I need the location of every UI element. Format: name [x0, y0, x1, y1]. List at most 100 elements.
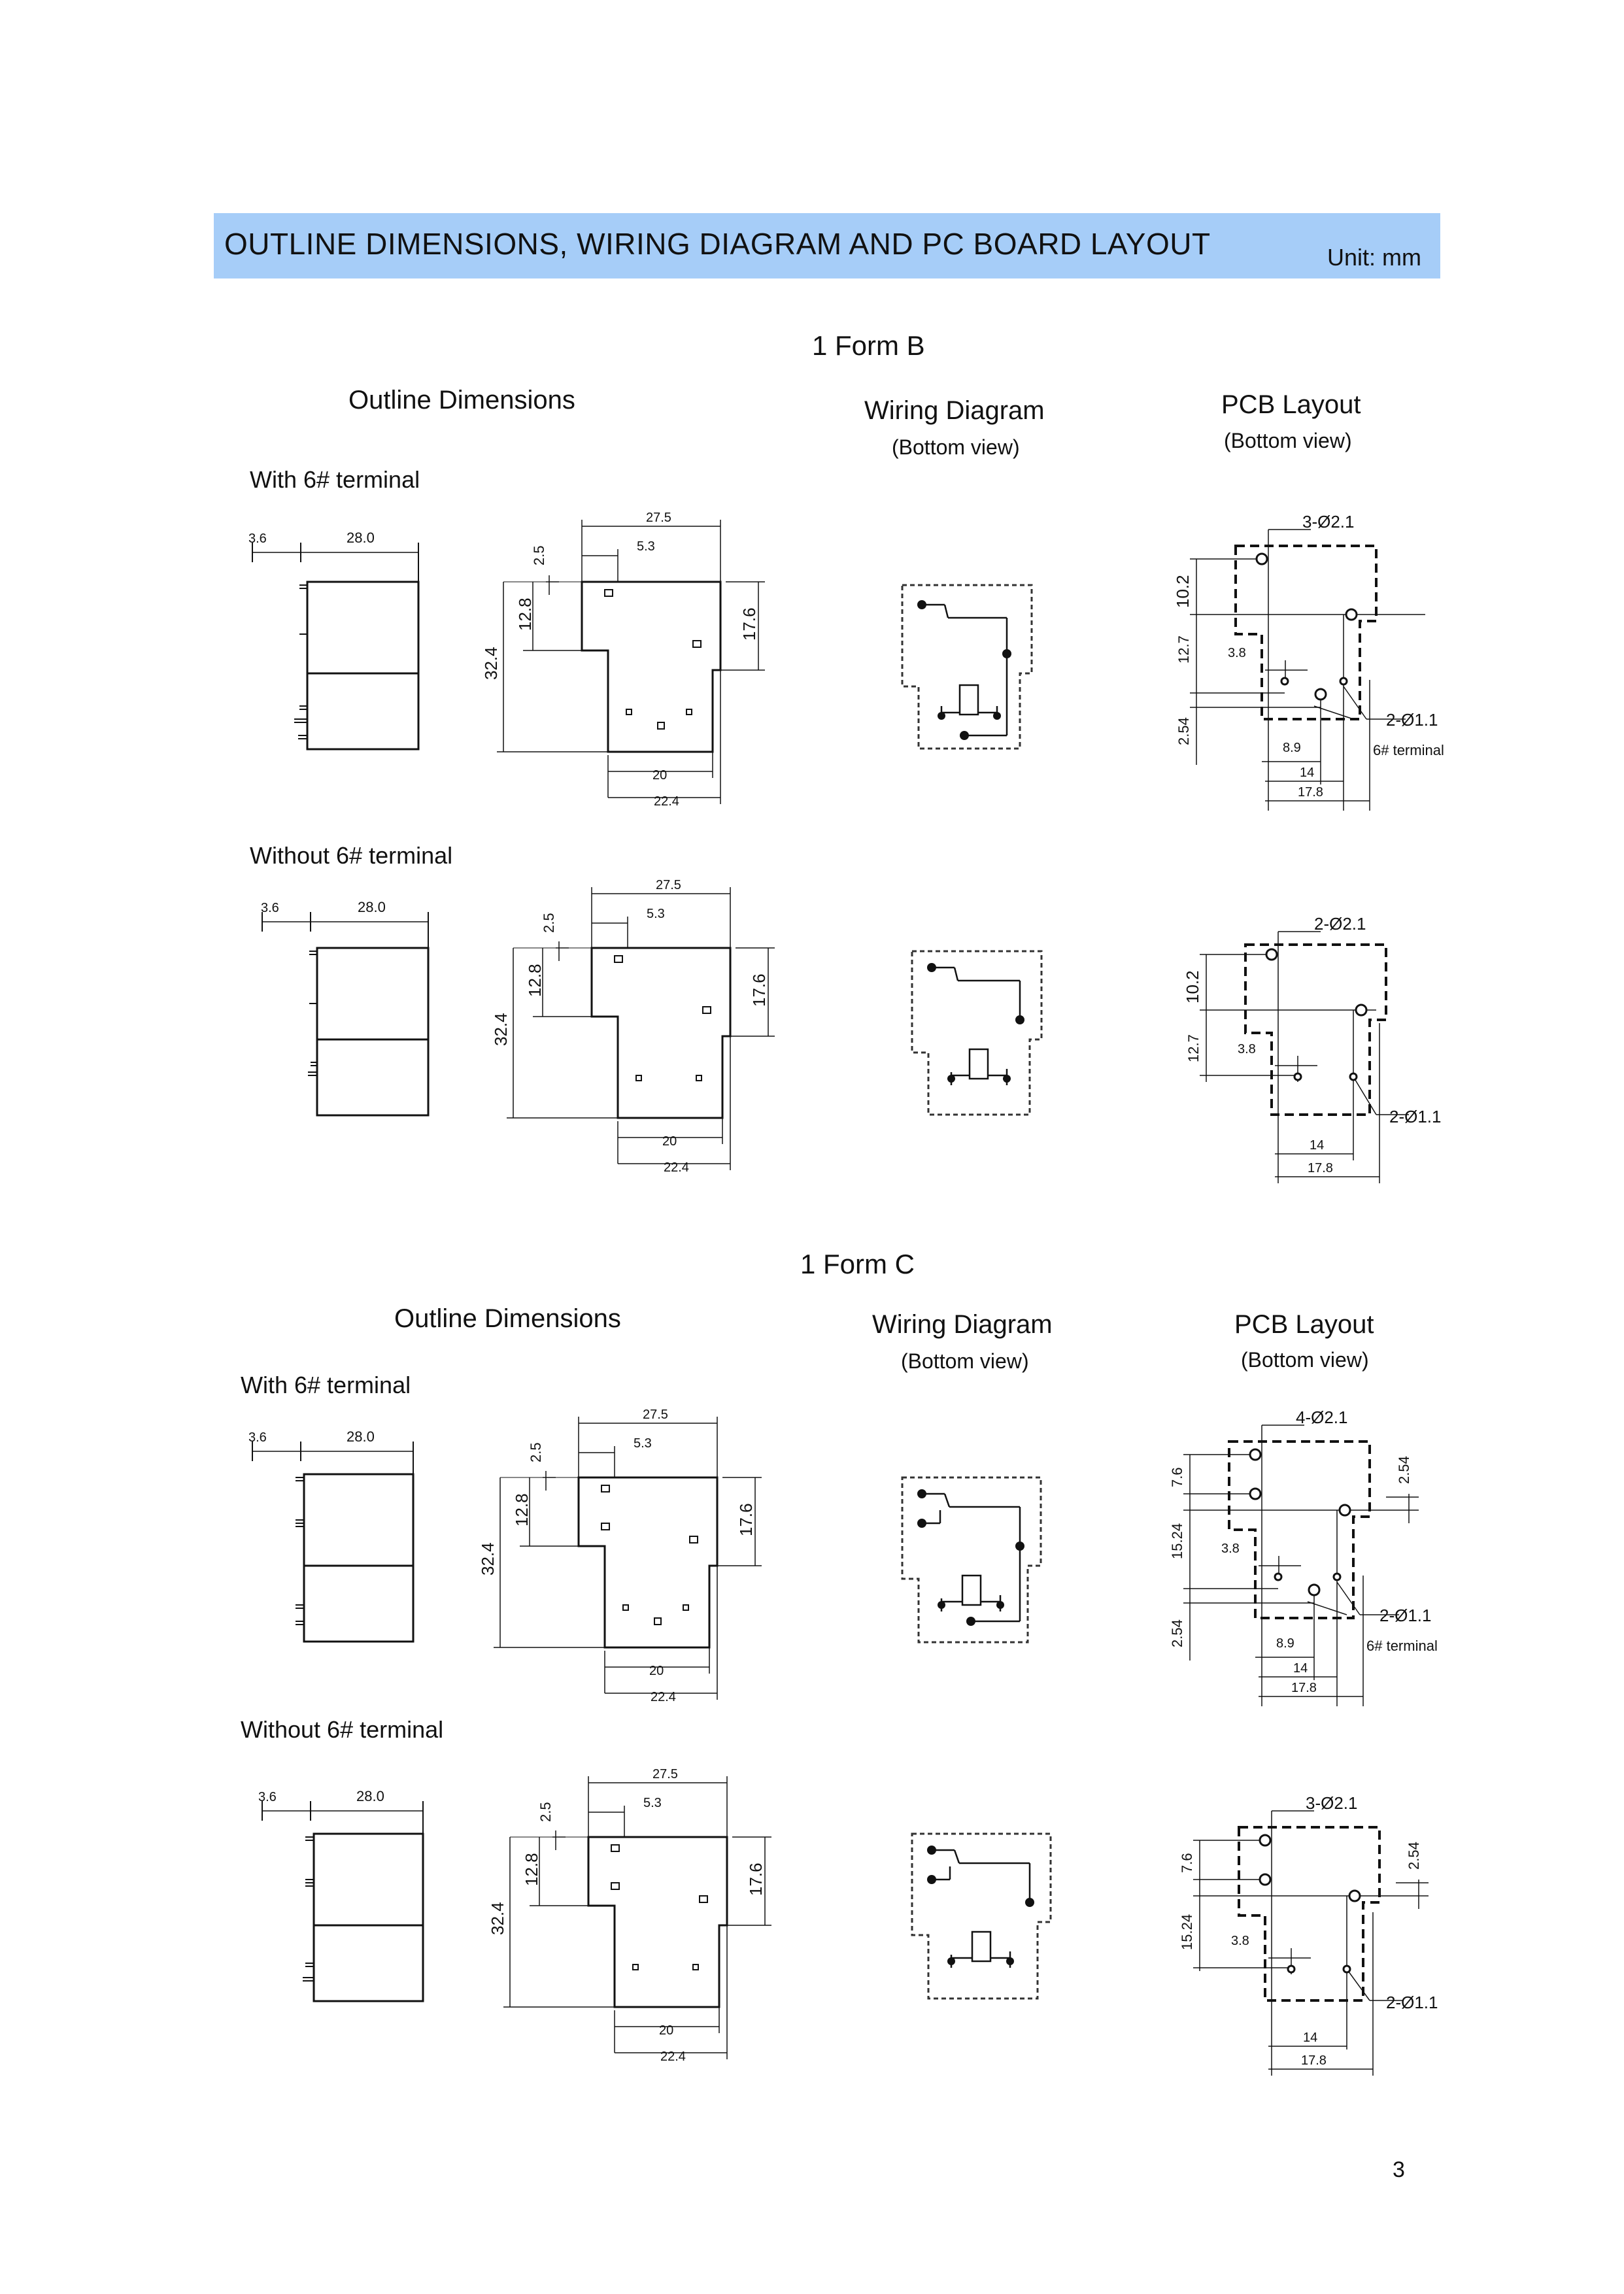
- bottom-outline-drawing: 27.5 5.3 2.5 12.8 32.4 17.6 20 22.4: [478, 1408, 762, 1704]
- dim-label: 3.6: [248, 1430, 267, 1445]
- dim-label: 27.5: [646, 511, 671, 525]
- dim-label: 12.8: [522, 1853, 541, 1886]
- dim-label: 12.8: [515, 598, 535, 631]
- variant-label: Without 6# terminal: [250, 842, 453, 869]
- wiring-diagram: [911, 1832, 1052, 2000]
- page-title: OUTLINE DIMENSIONS, WIRING DIAGRAM AND P…: [224, 227, 1211, 261]
- dim-label: 17.8: [1301, 2053, 1327, 2068]
- dim-label: 17.6: [749, 973, 769, 1007]
- dim-label: 32.4: [478, 1542, 498, 1576]
- dim-label: 3.8: [1221, 1542, 1240, 1556]
- dim-label: 5.3: [634, 1436, 652, 1451]
- dim-label: 27.5: [643, 1408, 668, 1422]
- dim-label: 10.2: [1183, 970, 1202, 1004]
- dim-label: 17.8: [1298, 785, 1323, 800]
- dim-label: 14: [1310, 1138, 1324, 1153]
- outline-title: Outline Dimensions: [348, 386, 575, 414]
- wiring-diagram: [911, 950, 1043, 1116]
- dim-label: 2.54: [1406, 1842, 1422, 1870]
- dim-label: 28.0: [347, 530, 375, 546]
- dim-label: 22.4: [664, 1160, 689, 1175]
- side-view-drawing: 3.6 28.0: [248, 530, 420, 751]
- dim-label: 12.7: [1185, 1034, 1202, 1062]
- variant-label: Without 6# terminal: [241, 1716, 444, 1743]
- dim-label: 12.8: [512, 1493, 532, 1527]
- side-view-drawing: 3.6 28.0: [258, 1788, 424, 2002]
- dim-label: 2-Ø2.1: [1314, 914, 1366, 934]
- dim-label: 17.8: [1308, 1161, 1333, 1175]
- dim-label: 3.8: [1231, 1934, 1249, 1948]
- dim-label: 2-Ø1.1: [1389, 1107, 1442, 1126]
- dim-label: 32.4: [491, 1013, 511, 1046]
- header-bar: [214, 213, 1440, 278]
- dim-label: 3.8: [1228, 646, 1246, 660]
- dim-label: 4-Ø2.1: [1296, 1408, 1348, 1427]
- dim-label: 28.0: [358, 899, 386, 915]
- dim-label: 5.3: [643, 1796, 662, 1810]
- dim-label: 8.9: [1283, 741, 1301, 755]
- dim-label: 3-Ø2.1: [1306, 1793, 1358, 1813]
- pcb-title: PCB Layout: [1234, 1310, 1374, 1339]
- dim-label: 3.8: [1238, 1042, 1256, 1056]
- dim-label: 22.4: [651, 1690, 676, 1704]
- dim-label: 17.8: [1291, 1681, 1317, 1695]
- dim-label: 2-Ø1.1: [1379, 1606, 1432, 1625]
- page-number: 3: [1393, 2157, 1405, 2182]
- variant-label: With 6# terminal: [250, 466, 420, 493]
- dim-label: 27.5: [652, 1767, 678, 1781]
- dim-label: 28.0: [347, 1428, 375, 1445]
- dim-label: 14: [1303, 2031, 1317, 2045]
- outline-title: Outline Dimensions: [394, 1304, 621, 1333]
- pcb-layout: 4-Ø2.1 7.6 2.54 15.24 3.8 2.54 2-Ø1.1 8.…: [1169, 1408, 1438, 1706]
- bottom-outline-drawing: 27.5 5.3 2.5 12.8 32.4 17.6 20 22.4: [488, 1767, 771, 2064]
- dim-label: 12.8: [525, 964, 545, 997]
- side-view-drawing: 3.6 28.0: [248, 1428, 414, 1643]
- pcb-title: PCB Layout: [1221, 390, 1361, 419]
- dim-label: 2.5: [528, 1442, 544, 1462]
- dim-label: 14: [1293, 1661, 1308, 1676]
- dim-label: 17.6: [739, 607, 759, 641]
- dim-label: 20: [649, 1664, 664, 1678]
- variant-label: With 6# terminal: [241, 1372, 411, 1398]
- dim-label: 12.7: [1176, 635, 1192, 664]
- wiring-diagram: [901, 584, 1033, 750]
- dim-label: 22.4: [660, 2049, 686, 2064]
- dim-label: 10.2: [1173, 575, 1193, 608]
- dim-label: 20: [659, 2023, 673, 2038]
- dim-label: 3.6: [258, 1790, 277, 1804]
- pcb-layout: 3-Ø2.1 10.2 12.7 3.8 2.54 2-Ø1.1 8.9 6# …: [1173, 512, 1444, 811]
- dim-label: 3.6: [248, 531, 267, 546]
- dim-label: 2-Ø1.1: [1386, 1993, 1438, 2012]
- wiring-subtitle: (Bottom view): [892, 435, 1020, 459]
- bottom-outline-drawing: 27.5 5.3 2.5 12.8 32.4 17.6 20 22.4: [481, 511, 765, 809]
- dim-label: 6# terminal: [1366, 1638, 1438, 1654]
- dim-label: 15.24: [1179, 1914, 1195, 1950]
- dim-label: 28.0: [356, 1788, 384, 1804]
- wiring-title: Wiring Diagram: [872, 1310, 1053, 1339]
- dim-label: 2-Ø1.1: [1386, 710, 1438, 730]
- dim-label: 14: [1300, 766, 1314, 780]
- dim-label: 2.54: [1396, 1456, 1412, 1484]
- dim-label: 17.6: [736, 1503, 756, 1536]
- dim-label: 3.6: [261, 901, 279, 915]
- dim-label: 2.5: [541, 913, 557, 933]
- wiring-subtitle: (Bottom view): [901, 1349, 1029, 1373]
- section-title-form-c: 1 Form C: [800, 1249, 915, 1279]
- pcb-subtitle: (Bottom view): [1241, 1348, 1369, 1372]
- dim-label: 2.54: [1169, 1619, 1185, 1647]
- dim-label: 5.3: [647, 907, 665, 921]
- dim-label: 20: [662, 1134, 677, 1149]
- pcb-subtitle: (Bottom view): [1224, 429, 1352, 452]
- pcb-layout: 3-Ø2.1 7.6 2.54 15.24 3.8 2-Ø1.1 14 17.8: [1179, 1793, 1438, 2076]
- dim-label: 8.9: [1276, 1636, 1294, 1651]
- side-view-drawing: 3.6 28.0: [261, 899, 430, 1117]
- dim-label: 17.6: [746, 1863, 766, 1896]
- dim-label: 6# terminal: [1373, 742, 1444, 758]
- dim-label: 2.5: [537, 1802, 554, 1822]
- dim-label: 22.4: [654, 794, 679, 809]
- dim-label: 2.5: [531, 545, 547, 565]
- dim-label: 3-Ø2.1: [1302, 512, 1355, 531]
- wiring-title: Wiring Diagram: [864, 396, 1045, 425]
- dim-label: 15.24: [1169, 1523, 1185, 1559]
- dim-label: 27.5: [656, 878, 681, 892]
